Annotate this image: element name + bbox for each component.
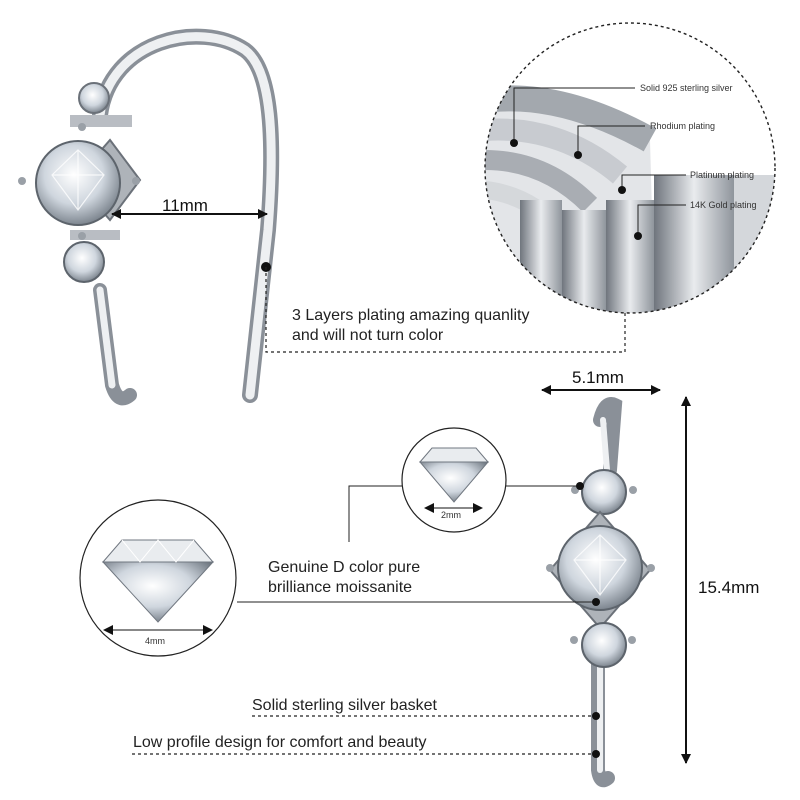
plating-zoom-circle: [484, 22, 776, 314]
top-width-label: 5.1mm: [572, 368, 624, 387]
layer-label-rhodium: Rhodium plating: [650, 121, 716, 131]
layer-label-silver: Solid 925 sterling silver: [640, 83, 733, 93]
stone-callout-line1: Genuine D color pure: [268, 559, 421, 576]
layer-label-platinum: Platinum plating: [690, 170, 755, 180]
large-stone-circle: [79, 499, 237, 657]
basket-callout: Solid sterling silver basket: [252, 697, 437, 714]
small-stone-circle: [401, 427, 507, 533]
small-stone-size-label: 2mm: [441, 510, 461, 520]
opening-width-label: 11mm: [162, 196, 208, 215]
layer-label-gold: 14K Gold plating: [690, 200, 757, 210]
profile-callout: Low profile design for comfort and beaut…: [133, 734, 427, 751]
plating-callout-line2: and will not turn color: [292, 327, 444, 344]
plating-leader-line: [265, 267, 626, 353]
small-gem-top: [78, 82, 110, 114]
large-stone-size-label: 4mm: [145, 636, 165, 646]
stone-callout-line2: brilliance moissanite: [268, 579, 413, 596]
small-gem-bottom: [63, 241, 105, 283]
plating-callout-line1: 3 Layers plating amazing quanlity: [292, 307, 530, 324]
earring-front-view: [546, 397, 655, 788]
height-label: 15.4mm: [698, 578, 760, 597]
earring-side-view: [18, 28, 280, 406]
